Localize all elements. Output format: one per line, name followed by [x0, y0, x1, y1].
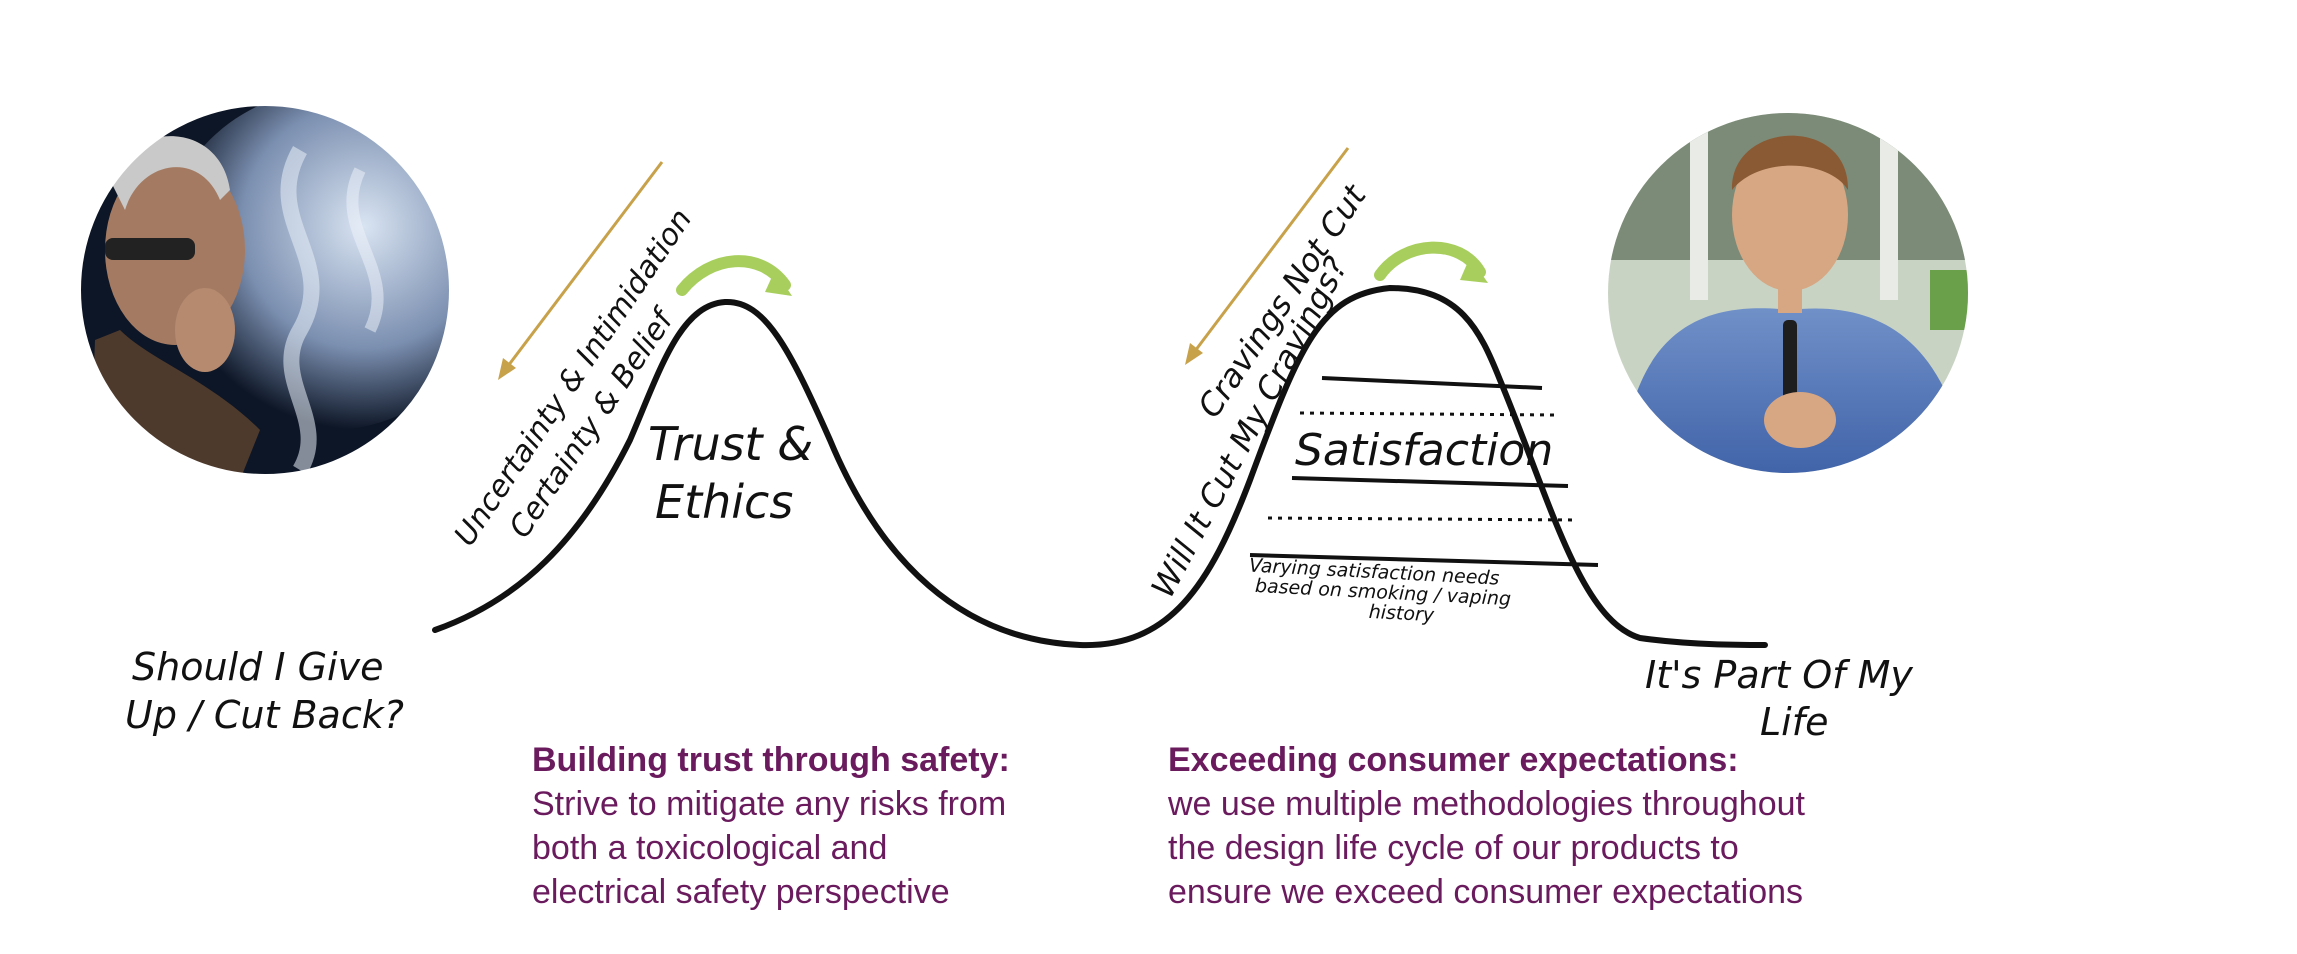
- trust-note-line: both a toxicological and: [532, 829, 888, 867]
- trust-note: Building trust through safety: Strive to…: [532, 738, 1010, 914]
- smoker-portrait: [80, 105, 450, 475]
- hill2-crest-arrow: [1374, 241, 1488, 283]
- satisfaction-note-line: ensure we exceed consumer expectations: [1168, 873, 1804, 911]
- hill1-crest-arrow: [676, 255, 792, 296]
- hill1-title-line1: Trust &: [648, 417, 813, 471]
- trust-note-line: Strive to mitigate any risks from: [532, 785, 1007, 823]
- hill1-title-line2: Ethics: [655, 475, 793, 529]
- end-label-line1: It's Part Of My: [1645, 653, 1913, 697]
- hill2-title: Satisfaction: [1295, 425, 1553, 476]
- satisfaction-note-line: the design life cycle of our products to: [1168, 829, 1739, 867]
- trust-note-heading: Building trust through safety:: [532, 741, 1010, 779]
- satisfaction-note-line: we use multiple methodologies throughout: [1168, 785, 1805, 823]
- hill2-barrier-arrow: [1185, 147, 1350, 365]
- hill2-note-line3: history: [1368, 601, 1435, 626]
- end-label-line2: Life: [1760, 700, 1829, 744]
- journey-curve: [432, 284, 1768, 649]
- satisfaction-bands: [1249, 376, 1599, 567]
- satisfaction-note-heading: Exceeding consumer expectations:: [1168, 741, 1739, 779]
- start-label-line2: Up / Cut Back?: [125, 693, 404, 737]
- satisfaction-note: Exceeding consumer expectations: we use …: [1168, 738, 1805, 914]
- start-label-line1: Should I Give: [132, 645, 383, 689]
- trust-note-line: electrical safety perspective: [532, 873, 950, 911]
- vaper-portrait: [1608, 113, 1968, 473]
- hill1-barrier-arrow: [498, 161, 664, 380]
